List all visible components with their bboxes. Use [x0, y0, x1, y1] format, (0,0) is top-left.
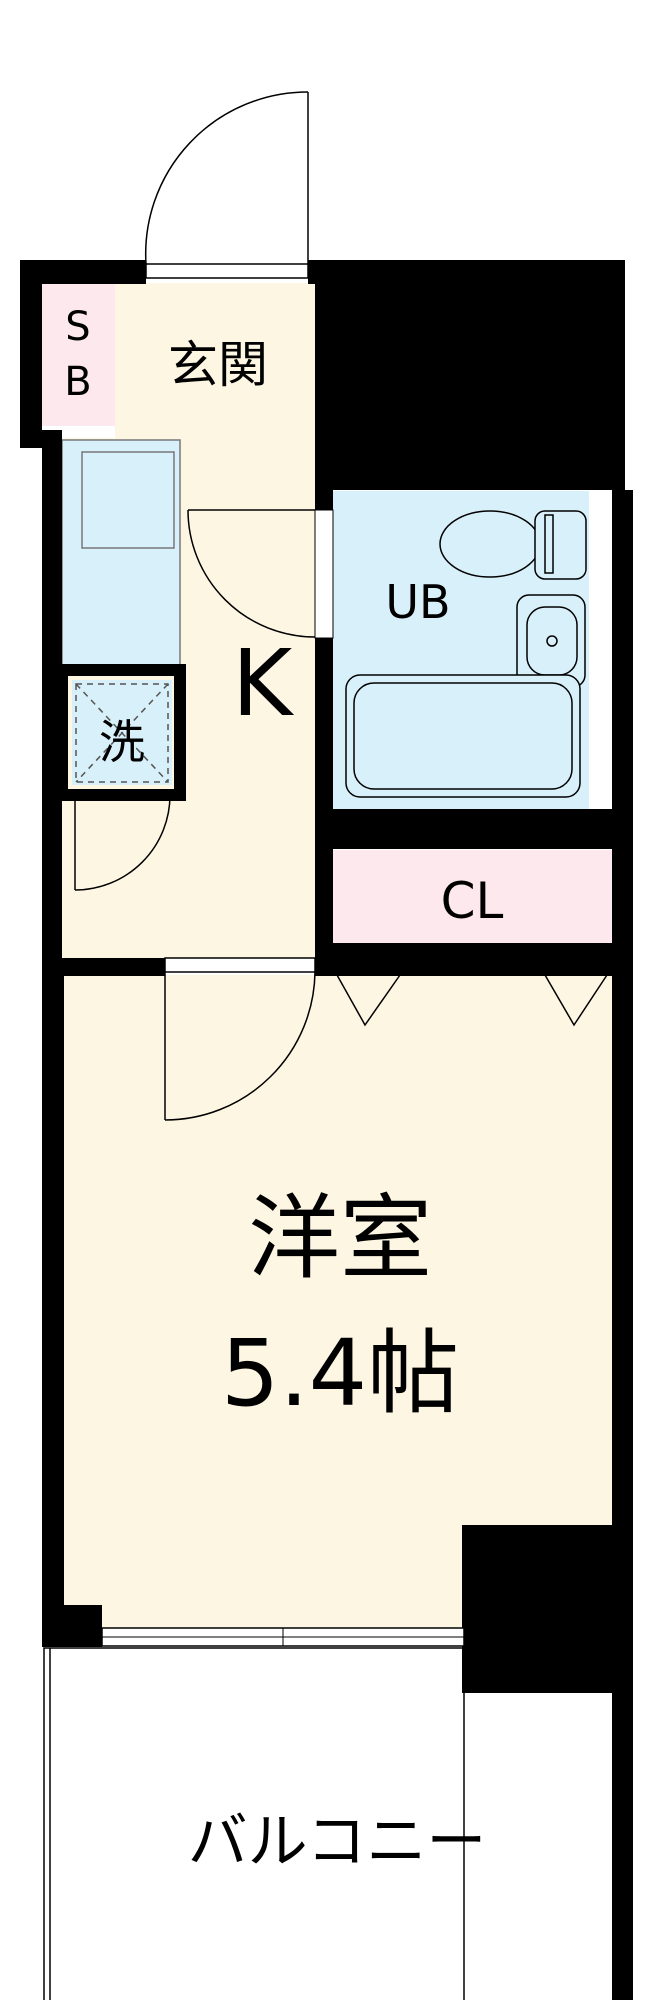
walls: [20, 260, 633, 2000]
closet-floor: [333, 850, 612, 943]
western-room-size: 5.4帖: [221, 1320, 459, 1427]
shoe-box-floor: [40, 283, 115, 426]
western-room-label: 洋室: [248, 1185, 432, 1292]
laundry-frame: [56, 664, 186, 801]
balcony-outline: [43, 1647, 465, 2000]
entrance-floor: [115, 283, 315, 438]
toilet-icon: [439, 510, 587, 580]
balcony-label: バルコニー: [188, 1807, 487, 1877]
bathtub-icon: [345, 674, 581, 798]
laundry-pan: [75, 683, 169, 783]
laundry-label: 洗: [99, 715, 145, 769]
shoe-box-label-b: B: [64, 359, 91, 405]
laundry-door: [74, 794, 171, 891]
kitchen-door: [187, 509, 316, 638]
room-door: [164, 957, 316, 1121]
bath-door: [314, 509, 334, 639]
entrance-door: [144, 91, 309, 279]
shoe-box-label-s: S: [65, 304, 90, 350]
kitchen-label: K: [232, 630, 295, 737]
kitchen-sink: [81, 451, 175, 549]
entrance-label: 玄関: [168, 336, 268, 394]
washbasin-icon: [516, 594, 586, 688]
closet-doors: [333, 974, 612, 1027]
closet-label: CL: [441, 872, 504, 930]
bath-label: UB: [385, 575, 450, 629]
